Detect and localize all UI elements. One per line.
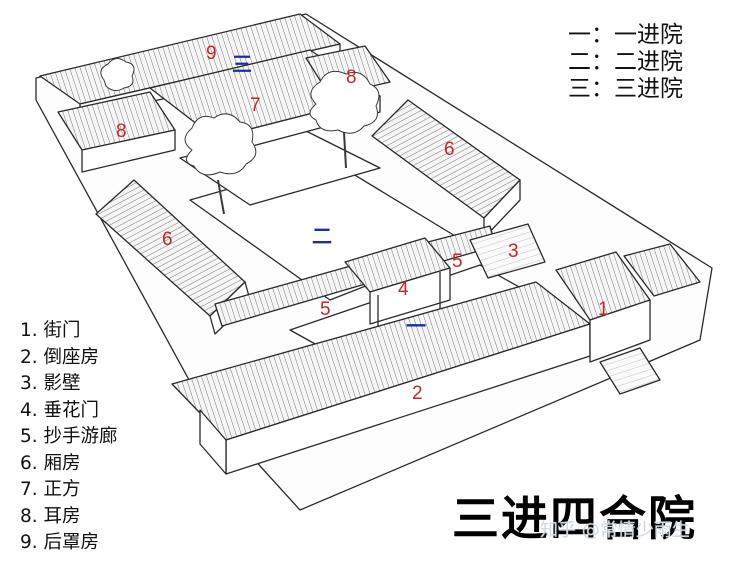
courtyard-key-1-text: 一进院 <box>614 22 683 48</box>
legend-item: 4. 垂花门 <box>20 399 100 421</box>
legend-item: 1. 街门 <box>20 320 81 341</box>
courtyard-key-3: 三：三进院 <box>568 78 683 101</box>
label-wing-right: 6 <box>444 139 455 160</box>
screen-wall <box>469 223 546 279</box>
label-screen-wall: 3 <box>508 241 519 262</box>
mark-first-courtyard: 一 <box>406 314 426 338</box>
legend-item: 5. 抄手游廊 <box>20 426 118 447</box>
courtyard-key-1-mark: 一： <box>568 22 614 48</box>
watermark: 知乎 @常情少雨生 <box>540 520 690 541</box>
courtyard-key-3-text: 三进院 <box>614 76 683 102</box>
legend-item: 7. 正方 <box>20 479 81 500</box>
tree-rear <box>100 58 135 92</box>
label-main-hall: 7 <box>250 95 261 116</box>
label-ear-room-left: 8 <box>116 121 127 142</box>
building-legend: 1. 街门 2. 倒座房 3. 影壁 4. 垂花门 5. 抄手游廊 6. 厢房 … <box>20 318 118 557</box>
mark-second-courtyard: 二 <box>312 224 332 248</box>
label-corridor-right: 5 <box>452 251 463 272</box>
legend-item: 2. 倒座房 <box>20 346 100 368</box>
courtyard-key-2-text: 二进院 <box>614 49 683 75</box>
gate-steps <box>599 347 661 395</box>
diagram-title: 三进四合院 <box>452 492 697 547</box>
legend-item: 9. 后罩房 <box>20 532 100 553</box>
label-corridor-left: 5 <box>320 299 331 320</box>
east-building-roof <box>623 243 701 297</box>
courtyard-key-2-mark: 二： <box>568 49 614 75</box>
courtyard-key-3-mark: 三： <box>568 76 614 102</box>
courtyard-key-2: 二：二进院 <box>568 51 683 74</box>
legend-item: 3. 影壁 <box>20 373 81 394</box>
mark-third-courtyard: 三 <box>232 52 252 76</box>
courtyard-key-1: 一：一进院 <box>568 24 683 47</box>
label-festooned-gate: 4 <box>398 279 409 300</box>
legend-item: 8. 耳房 <box>20 505 81 527</box>
label-reverse-house: 2 <box>412 383 423 404</box>
tree-right <box>309 70 380 169</box>
label-ear-room-right: 8 <box>346 67 357 88</box>
label-rear-building: 9 <box>206 43 217 64</box>
legend-item: 6. 厢房 <box>20 452 81 474</box>
label-wing-left: 6 <box>162 229 173 250</box>
tree-left <box>184 113 257 215</box>
label-street-gate: 1 <box>598 299 609 320</box>
